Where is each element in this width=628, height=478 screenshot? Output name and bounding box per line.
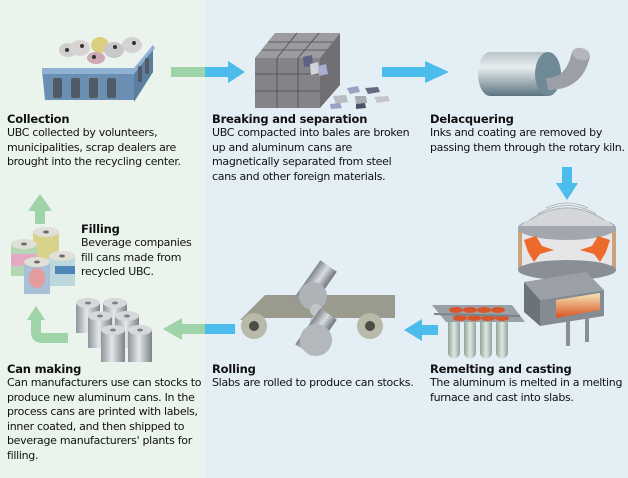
basket-of-cans-icon: [42, 37, 155, 102]
rotary-kiln-icon: [478, 47, 590, 96]
step-rolling: Rolling Slabs are rolled to produce can …: [212, 362, 417, 391]
step-description: Inks and coating are removed by passing …: [430, 126, 625, 154]
step-description: Slabs are rolled to produce can stocks.: [212, 376, 414, 389]
flow-arrow-rolling-to-can-making: [163, 318, 235, 340]
step-description: The aluminum is melted in a melting furn…: [430, 376, 623, 404]
step-breaking-and-separation: Breaking and separation UBC compacted in…: [212, 112, 417, 184]
flow-arrow-filling-to-collection: [28, 194, 52, 224]
step-title: Delacquering: [430, 112, 514, 126]
step-delacquering: Delacquering Inks and coating are remove…: [430, 112, 626, 155]
step-remelting-and-casting: Remelting and casting The aluminum is me…: [430, 362, 626, 405]
step-can-making: Can making Can manufacturers use can sto…: [7, 362, 203, 463]
furnace-icon: [518, 202, 616, 280]
flow-arrow-collection-to-breaking: [171, 61, 245, 83]
flow-arrow-remelting-to-rolling: [404, 319, 438, 341]
step-title: Collection: [7, 112, 70, 126]
step-title: Can making: [7, 362, 82, 376]
flow-arrow-can-making-to-filling: [27, 306, 68, 343]
rolling-mill-icon: [240, 260, 395, 356]
step-description: UBC collected by volunteers, municipalit…: [7, 126, 181, 168]
aluminum-cans-icon: [76, 298, 152, 362]
step-title: Rolling: [212, 362, 256, 376]
step-title: Breaking and separation: [212, 112, 368, 126]
step-description: UBC compacted into bales are broken up a…: [212, 126, 410, 183]
step-filling: Filling Beverage companies fill cans mad…: [81, 222, 206, 280]
flow-arrow-delacquering-to-remelting: [556, 167, 578, 200]
step-description: Beverage companies fill cans made from r…: [81, 236, 192, 278]
step-collection: Collection UBC collected by volunteers, …: [7, 112, 207, 170]
step-description: Can manufacturers use can stocks to prod…: [7, 376, 202, 462]
step-title: Filling: [81, 222, 120, 236]
holding-furnace-icon: [524, 272, 604, 346]
flow-arrow-breaking-to-delacquering: [382, 61, 449, 83]
filled-cans-icon: [11, 227, 75, 294]
casting-mold-icon: [432, 305, 525, 358]
bale-cube-icon: [255, 32, 390, 109]
step-title: Remelting and casting: [430, 362, 572, 376]
